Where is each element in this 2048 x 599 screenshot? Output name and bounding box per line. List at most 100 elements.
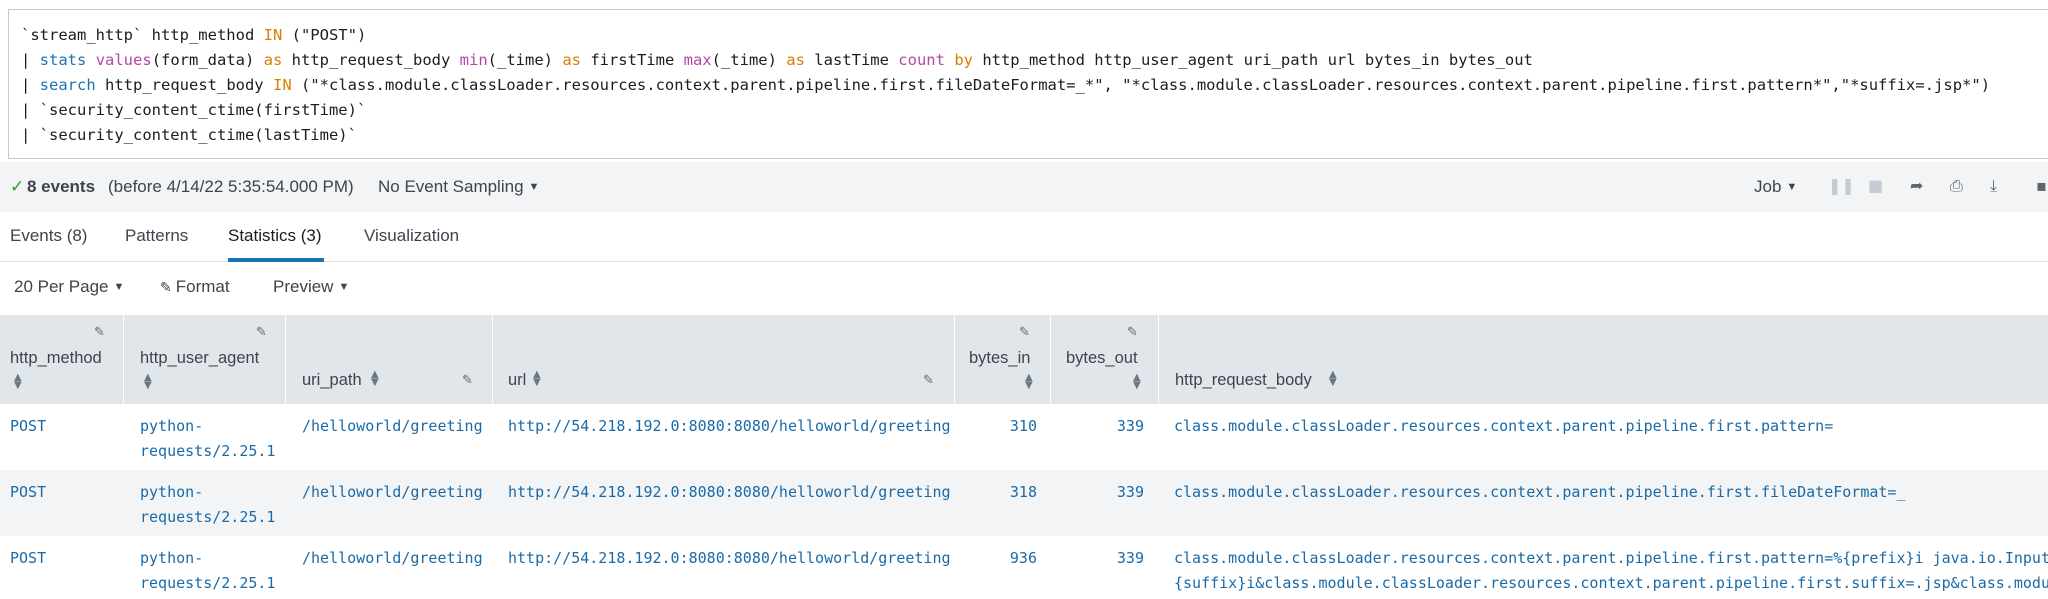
check-icon: ✓ — [10, 177, 25, 197]
cell-http-method[interactable]: POST — [10, 483, 47, 501]
cell-bytes-in[interactable]: 936 — [1009, 549, 1037, 567]
table-row: POST python-requests/2.25.1 /helloworld/… — [0, 536, 2048, 599]
query-text: firstTime — [580, 51, 684, 69]
caret-down-icon: ▼ — [528, 181, 540, 193]
cell-http-method[interactable]: POST — [10, 417, 47, 435]
query-text — [945, 51, 954, 69]
pencil-icon[interactable]: ✎ — [923, 373, 934, 388]
query-text: (_time) — [487, 51, 563, 69]
pause-icon[interactable]: ❚❚ — [1828, 176, 1855, 195]
column-label: url — [508, 371, 527, 389]
pencil-icon[interactable]: ✎ — [1127, 325, 1138, 340]
cell-http-user-agent[interactable]: python-requests/2.25.1 — [140, 546, 275, 596]
pencil-icon[interactable]: ✎ — [256, 325, 267, 340]
query-keyword: IN — [263, 26, 283, 44]
per-page-dropdown[interactable]: 20 Per Page ▼ — [14, 277, 124, 297]
caret-down-icon: ▼ — [113, 281, 125, 293]
query-line-1: `stream_http` http_method IN ("POST") — [21, 23, 2048, 48]
share-icon[interactable]: ➦ — [1910, 176, 1924, 195]
cell-text-line: {suffix}i&class.module.classLoader.resou… — [1174, 574, 2048, 592]
query-function: values — [95, 51, 152, 69]
cell-text-line: python- — [140, 483, 204, 501]
column-label: http_method — [10, 349, 102, 367]
column-label: uri_path — [302, 371, 362, 389]
table-row: POST python-requests/2.25.1 /helloworld/… — [0, 404, 2048, 470]
cell-http-user-agent[interactable]: python-requests/2.25.1 — [140, 480, 275, 530]
column-header-http-method[interactable]: ✎ http_method ▲▼ — [0, 315, 124, 404]
job-dropdown[interactable]: Job▼ — [1754, 177, 1797, 197]
cell-bytes-in[interactable]: 310 — [1009, 417, 1037, 435]
cell-http-request-body[interactable]: class.module.classLoader.resources.conte… — [1174, 546, 2048, 596]
query-command: stats — [39, 51, 87, 69]
cell-http-request-body[interactable]: class.module.classLoader.resources.conte… — [1174, 480, 1906, 505]
search-status-bar: ✓ 8 events (before 4/14/22 5:35:54.000 P… — [0, 162, 2048, 212]
column-header-http-user-agent[interactable]: ✎ http_user_agent ▲▼ — [124, 315, 286, 404]
query-text: (form_data) — [151, 51, 264, 69]
print-icon[interactable]: ⎙ — [1950, 176, 1963, 195]
cell-bytes-out[interactable]: 339 — [1116, 483, 1144, 501]
sort-icon[interactable]: ▲▼ — [1133, 372, 1141, 391]
cell-url[interactable]: http://54.218.192.0:8080:8080/helloworld… — [508, 417, 951, 435]
pencil-icon[interactable]: ✎ — [94, 325, 105, 340]
query-line-4: | `security_content_ctime(firstTime)` — [21, 101, 367, 119]
export-icon[interactable]: ⤓ — [1990, 176, 1998, 195]
column-header-uri-path[interactable]: uri_path ▲▼ ✎ — [286, 315, 493, 404]
pencil-icon: ✎ — [160, 280, 172, 296]
query-function: max — [683, 51, 712, 69]
column-header-bytes-in[interactable]: ✎ bytes_in ▲▼ — [955, 315, 1051, 404]
cell-text-line: requests/2.25.1 — [140, 508, 276, 526]
event-count: 8 events — [27, 177, 96, 196]
tab-statistics[interactable]: Statistics (3) — [228, 226, 322, 245]
query-text: http_request_body — [282, 51, 460, 69]
format-button[interactable]: ✎Format — [160, 277, 230, 297]
cell-text-line: class.module.classLoader.resources.conte… — [1174, 483, 1906, 501]
cell-uri-path[interactable]: /helloworld/greeting — [302, 549, 483, 567]
query-keyword: as — [786, 51, 805, 69]
cell-http-request-body[interactable]: class.module.classLoader.resources.conte… — [1174, 414, 1833, 439]
query-keyword: as — [562, 51, 581, 69]
sort-icon[interactable]: ▲▼ — [14, 372, 22, 391]
cell-bytes-out[interactable]: 339 — [1116, 549, 1144, 567]
query-text: http_request_body — [95, 76, 273, 94]
cell-url[interactable]: http://54.218.192.0:8080:8080/helloworld… — [508, 549, 951, 567]
per-page-label: 20 Per Page — [14, 277, 109, 296]
cell-uri-path[interactable]: /helloworld/greeting — [302, 417, 483, 435]
caret-down-icon: ▼ — [1786, 181, 1798, 193]
cell-http-method[interactable]: POST — [10, 549, 47, 567]
preview-dropdown[interactable]: Preview▼ — [273, 277, 349, 297]
cell-http-user-agent[interactable]: python-requests/2.25.1 — [140, 414, 275, 464]
pencil-icon[interactable]: ✎ — [1019, 325, 1030, 340]
cell-text-line: class.module.classLoader.resources.conte… — [1174, 549, 2048, 567]
query-keyword: as — [263, 51, 283, 69]
sort-icon[interactable]: ▲▼ — [1025, 372, 1033, 391]
tab-visualization[interactable]: Visualization — [364, 226, 460, 245]
cell-text-line: requests/2.25.1 — [140, 442, 276, 460]
cell-bytes-in[interactable]: 318 — [1009, 483, 1037, 501]
tab-events[interactable]: Events (8) — [10, 226, 88, 245]
sort-icon[interactable]: ▲▼ — [371, 369, 379, 388]
sort-icon[interactable]: ▲▼ — [1329, 369, 1337, 388]
query-keyword: IN — [272, 76, 292, 94]
search-query-editor[interactable]: `stream_http` http_method IN ("POST") | … — [8, 9, 2048, 159]
smart-mode-icon[interactable]: ▪ — [2036, 176, 2047, 195]
query-function: count — [898, 51, 945, 69]
column-header-http-request-body[interactable]: http_request_body ▲▼ — [1159, 315, 2048, 404]
sort-icon[interactable]: ▲▼ — [144, 372, 152, 391]
table-header: ✎ http_method ▲▼ ✎ http_user_agent ▲▼ ur… — [0, 315, 2048, 404]
cell-url[interactable]: http://54.218.192.0:8080:8080/helloworld… — [508, 483, 951, 501]
column-header-bytes-out[interactable]: ✎ bytes_out ▲▼ — [1051, 315, 1159, 404]
sort-icon[interactable]: ▲▼ — [533, 369, 541, 388]
results-tabs: Events (8) Patterns Statistics (3) Visua… — [0, 212, 2048, 262]
query-line-2: | stats values(form_data) as http_reques… — [21, 48, 2048, 73]
column-header-url[interactable]: url ▲▼ ✎ — [493, 315, 955, 404]
table-controls: 20 Per Page ▼ ✎Format Preview▼ — [0, 262, 2048, 314]
table-row: POST python-requests/2.25.1 /helloworld/… — [0, 470, 2048, 536]
cell-bytes-out[interactable]: 339 — [1116, 417, 1144, 435]
cell-uri-path[interactable]: /helloworld/greeting — [302, 483, 483, 501]
stop-icon[interactable]: ■ — [1868, 176, 1884, 195]
event-sampling-dropdown[interactable]: No Event Sampling▼ — [378, 177, 539, 197]
pencil-icon[interactable]: ✎ — [462, 373, 473, 388]
tab-patterns[interactable]: Patterns — [125, 226, 189, 245]
query-text: ("POST") — [282, 26, 367, 44]
column-label: bytes_out — [1066, 349, 1138, 367]
